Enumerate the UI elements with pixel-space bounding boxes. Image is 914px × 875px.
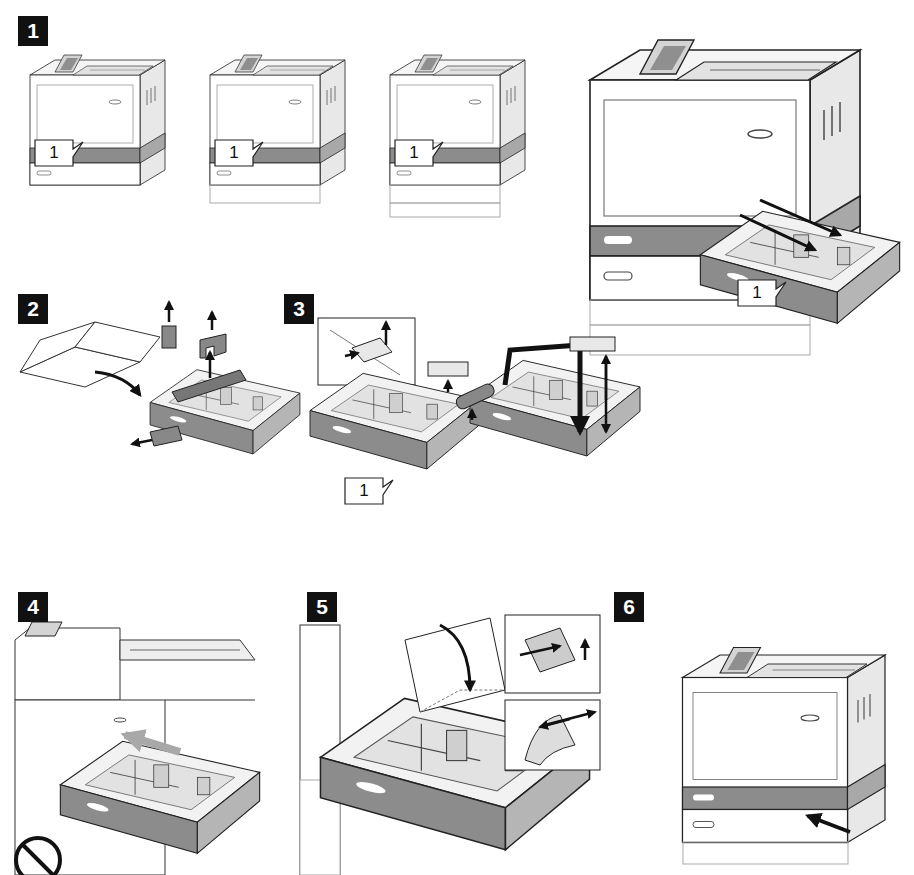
load-envelopes-part xyxy=(520,646,560,655)
callout-number: 1 xyxy=(738,280,776,306)
close-tray-part xyxy=(683,648,886,843)
remove-roller-foam-part xyxy=(470,360,640,456)
printer-tray-pulled-part xyxy=(738,280,786,306)
printer-tray-one-part xyxy=(390,55,525,185)
printer-tray-one-part xyxy=(215,140,263,166)
load-envelopes-part xyxy=(320,698,589,849)
insert-tray-wrong-part xyxy=(130,650,240,651)
load-envelopes-part xyxy=(420,690,505,712)
insert-tray-wrong-part xyxy=(120,640,255,660)
insert-tray-wrong-part xyxy=(125,735,180,752)
insert-tray-wrong-part xyxy=(114,718,126,722)
printer-tray-one-part xyxy=(390,185,500,203)
load-envelopes-part xyxy=(405,618,505,712)
insert-tray-wrong-part xyxy=(165,700,255,701)
close-tray xyxy=(683,648,886,865)
callout-number: 1 xyxy=(215,140,253,166)
remove-roller-foam-part xyxy=(447,381,450,392)
insert-tray-wrong-part xyxy=(60,741,259,853)
step-number: 1 xyxy=(18,16,48,46)
remove-roller-foam-part xyxy=(345,353,358,356)
remove-packing-part xyxy=(209,352,212,378)
printer-tray-one-part xyxy=(210,55,345,185)
remove-roller-foam-part xyxy=(385,322,388,345)
remove-roller-foam-part xyxy=(345,478,393,504)
insert-tray-wrong-part xyxy=(16,838,60,875)
printer-tray-one-part xyxy=(390,203,500,217)
remove-roller-foam-part xyxy=(428,362,468,376)
remove-roller-foam-part xyxy=(605,356,608,400)
remove-packing-part xyxy=(150,426,182,446)
callout-number: 1 xyxy=(35,140,73,166)
remove-roller-foam-part xyxy=(310,373,480,469)
remove-roller-foam-part xyxy=(471,410,474,420)
remove-packing-part xyxy=(200,334,226,358)
callout-number: 1 xyxy=(345,478,383,504)
remove-packing-part xyxy=(95,372,140,395)
printer-tray-pulled xyxy=(590,40,900,355)
remove-roller-foam-part xyxy=(570,337,615,351)
remove-roller-foam-part xyxy=(505,345,580,432)
remove-packing-part xyxy=(132,440,152,444)
remove-roller-foam-part xyxy=(454,382,496,411)
remove-packing-part xyxy=(75,322,160,362)
load-envelopes-part xyxy=(584,640,587,660)
remove-packing xyxy=(20,302,300,454)
load-envelopes-part xyxy=(525,628,575,672)
printer-tray-one-part xyxy=(30,55,165,185)
printer-tray-one-part xyxy=(395,140,443,166)
printer-tray-pulled-part xyxy=(760,200,840,235)
insert-tray-wrong xyxy=(15,622,260,875)
step-number: 6 xyxy=(614,592,644,622)
remove-packing-part xyxy=(168,302,171,322)
remove-roller-foam xyxy=(310,318,640,504)
step-number: 5 xyxy=(307,592,337,622)
callout-number: 1 xyxy=(395,140,433,166)
step-number: 3 xyxy=(284,294,314,324)
load-envelopes-part xyxy=(540,719,570,727)
printer-tray-pulled-part xyxy=(700,211,899,323)
insert-tray-wrong-part xyxy=(15,628,120,700)
remove-packing-part xyxy=(150,370,300,454)
close-tray-part xyxy=(808,816,850,832)
remove-packing-part xyxy=(211,312,214,330)
insert-tray-wrong-part xyxy=(25,622,62,636)
step-number: 4 xyxy=(18,592,48,622)
step-number: 2 xyxy=(18,294,48,324)
close-tray-part xyxy=(683,842,848,864)
printer-tray-one-part xyxy=(35,140,83,166)
load-envelopes-part xyxy=(505,700,600,770)
load-envelopes xyxy=(300,615,600,875)
printer-tray-pulled-part xyxy=(590,325,810,355)
printer-tray-one-part xyxy=(210,185,320,203)
printer-tray-one xyxy=(30,55,525,217)
load-envelopes-part xyxy=(505,615,600,693)
insert-tray-wrong-part xyxy=(23,845,53,875)
remove-packing-part xyxy=(162,326,176,348)
load-envelopes-part xyxy=(440,625,470,690)
remove-roller-foam-part xyxy=(330,330,400,375)
